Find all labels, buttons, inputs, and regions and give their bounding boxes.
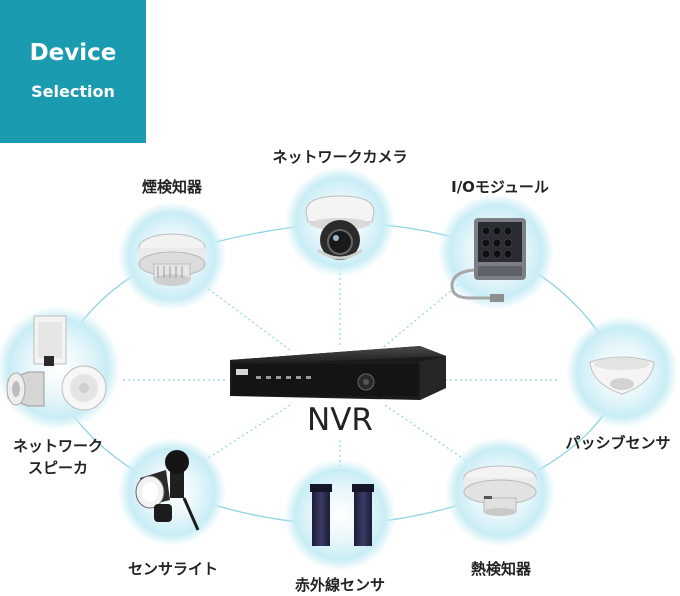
label-sensor-light: センサライト <box>127 560 218 578</box>
smoke-detector-icon <box>138 233 206 286</box>
passive-sensor-icon <box>589 356 655 395</box>
infrared-beam-sensor-icon <box>310 484 374 546</box>
io-module-icon <box>450 218 526 302</box>
dome-camera-icon <box>305 195 375 260</box>
label-io-module: I/Oモジュール <box>451 178 549 196</box>
speaker-icon <box>6 315 107 411</box>
label-network-speaker-line1: ネットワーク <box>12 437 103 455</box>
label-passive-sensor: パッシブセンサ <box>565 434 671 452</box>
label-network-speaker-line2: スピーカ <box>27 459 88 477</box>
label-heat-detector: 熱検知器 <box>470 560 531 578</box>
heat-detector-icon <box>463 465 537 516</box>
sensor-light-icon <box>135 450 200 531</box>
device-selection-badge: Device Selection <box>0 0 146 143</box>
nvr-label: NVR <box>307 402 373 438</box>
label-network-camera: ネットワークカメラ <box>272 148 408 166</box>
label-infrared-sensor: 赤外線センサ <box>294 576 385 594</box>
badge-subtitle: Selection <box>31 82 115 101</box>
label-smoke-detector: 煙検知器 <box>141 178 202 196</box>
badge-title: Device <box>29 40 117 66</box>
nvr-recorder-icon <box>230 346 446 400</box>
